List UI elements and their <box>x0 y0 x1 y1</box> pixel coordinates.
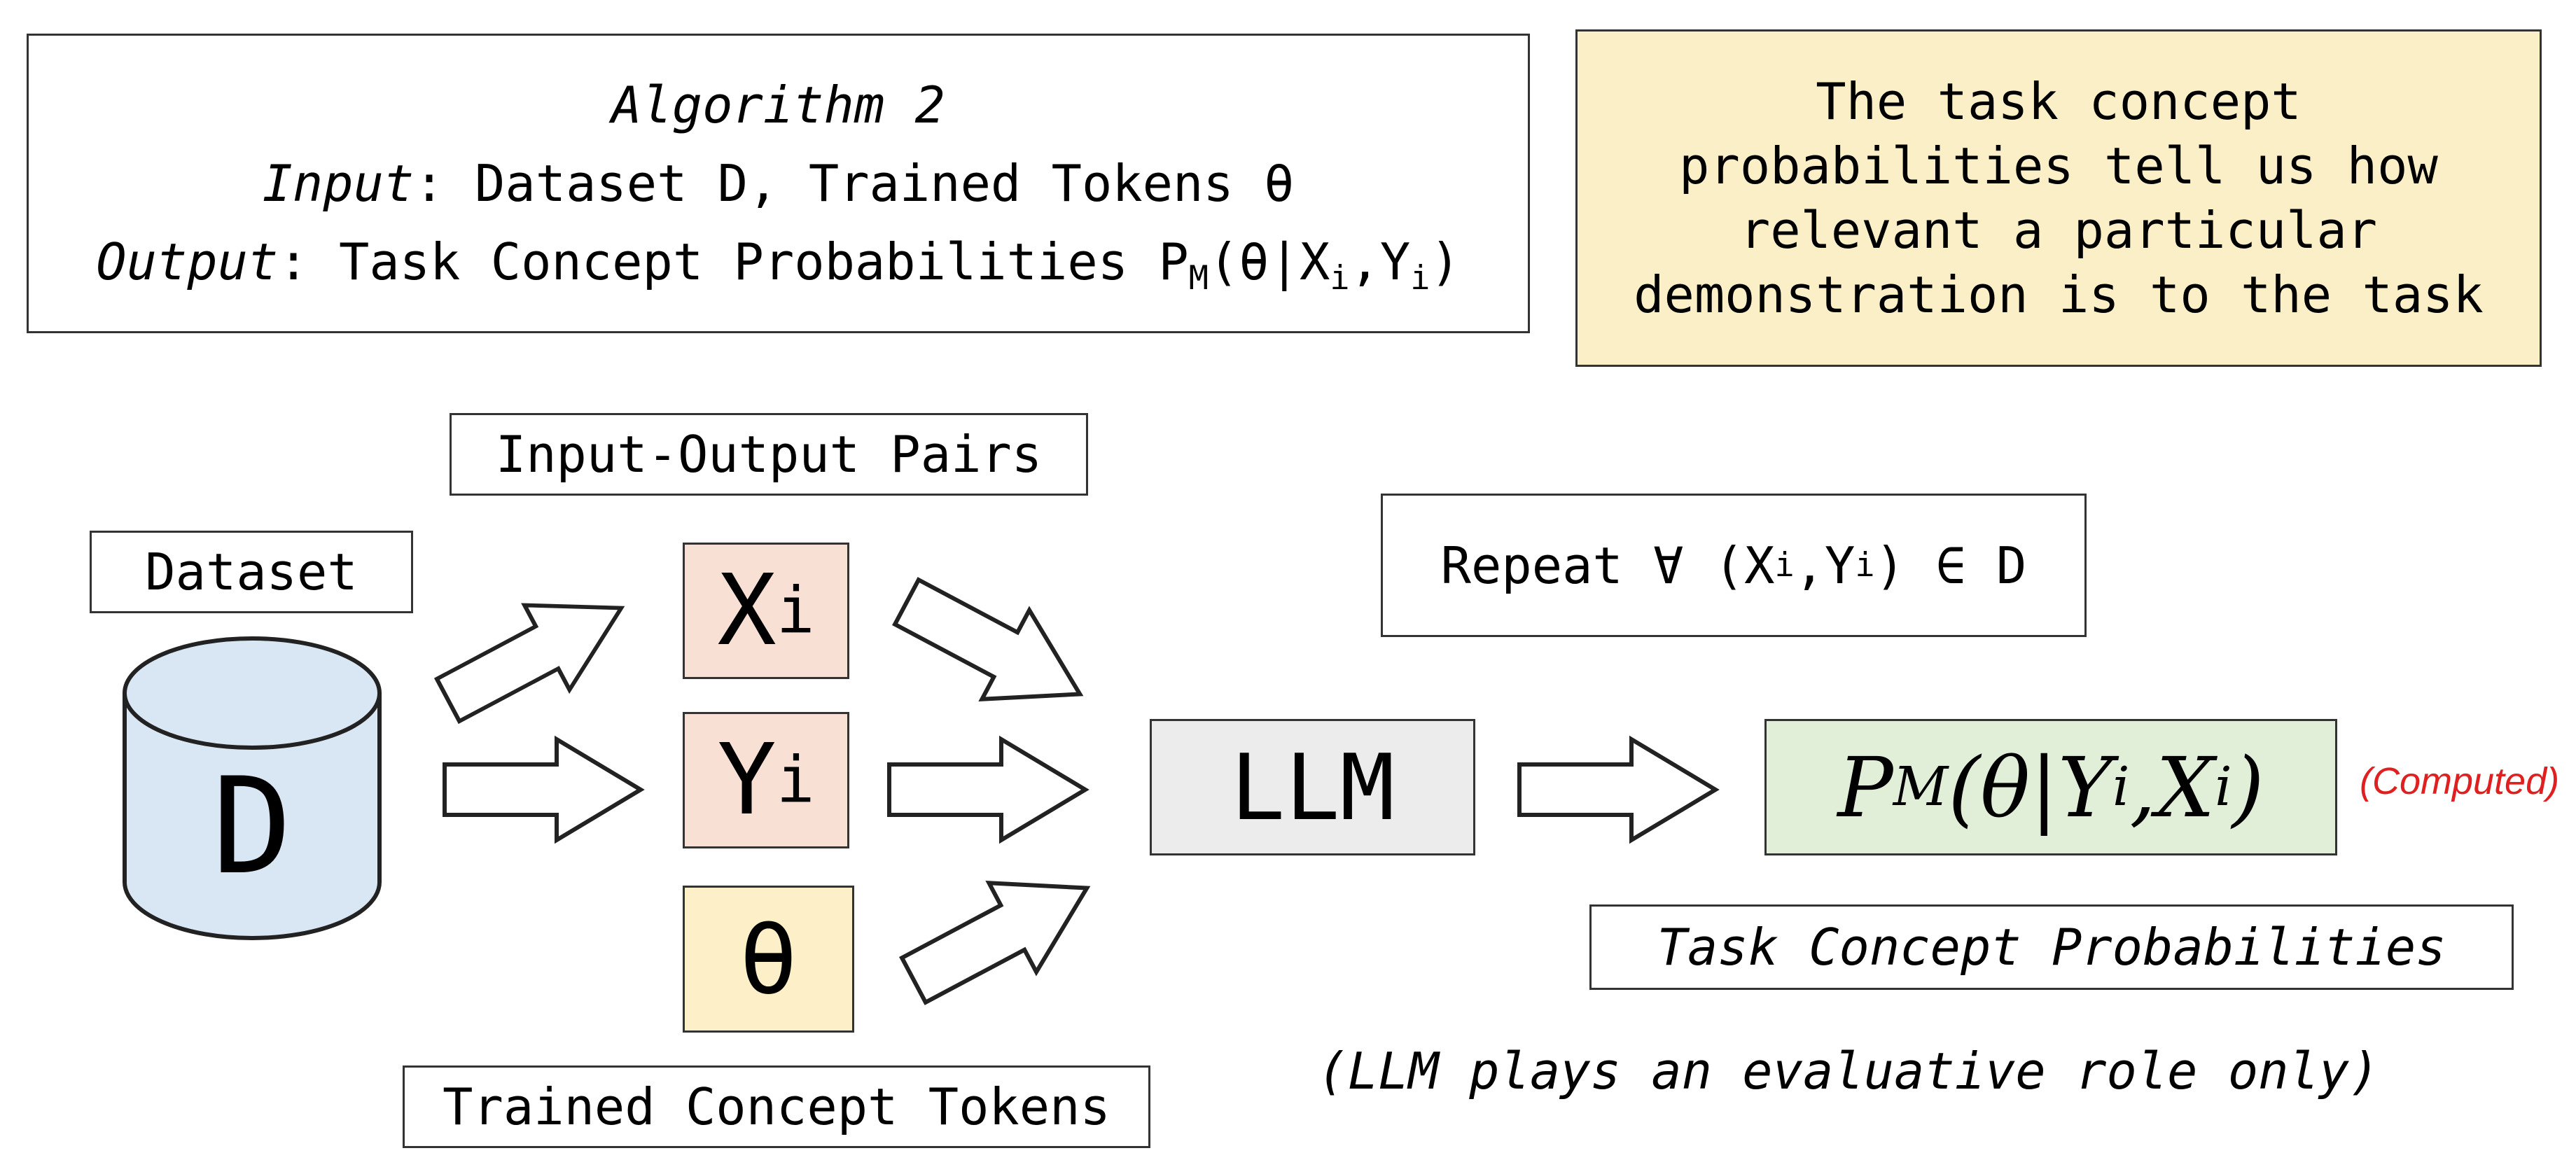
dataset-letter-text: D <box>211 748 293 904</box>
repeat-mid: ,Y <box>1794 536 1856 595</box>
token-x-letter: X <box>717 554 777 668</box>
task-probs-label: Task Concept Probabilities <box>1589 904 2514 990</box>
result-x: X <box>2156 739 2215 836</box>
output-sub-i2: i <box>1410 260 1430 298</box>
token-y-letter: Y <box>717 723 777 837</box>
note-line-2: probabilities tell us how <box>1679 137 2438 195</box>
dataset-letter: D <box>126 742 378 910</box>
dataset-cylinder <box>123 636 382 940</box>
arrow-dataset-to-y <box>445 739 641 840</box>
result-p: P <box>1837 739 1893 836</box>
algorithm-box: Algorithm 2 Input: Dataset D, Trained To… <box>27 34 1530 333</box>
note-line-1: The task concept <box>1816 72 2302 131</box>
output-label: Output <box>96 232 279 291</box>
repeat-prefix: Repeat ∀ (X <box>1440 536 1775 595</box>
llm-box: LLM <box>1150 719 1475 855</box>
result-comma: , <box>2129 739 2157 836</box>
evaluative-text: (LLM plays an evaluative role only) <box>1317 1042 2380 1100</box>
dataset-label: Dataset <box>90 531 413 613</box>
computed-text: (Computed) <box>2360 760 2560 802</box>
arrow-theta-to-llm <box>890 844 1111 1025</box>
io-pairs-label: Input-Output Pairs <box>450 413 1088 496</box>
arrow-llm-to-result <box>1519 739 1715 840</box>
llm-text: LLM <box>1230 734 1395 841</box>
note-box: The task concept probabilities tell us h… <box>1575 29 2542 367</box>
note-line-3: relevant a particular <box>1739 201 2378 260</box>
repeat-suffix: ) ∈ D <box>1874 536 2027 595</box>
dataset-text: Dataset <box>145 543 358 601</box>
input-text: : Dataset D, Trained Tokens θ <box>414 154 1295 213</box>
input-label: Input <box>262 154 415 213</box>
output-comma: ,Y <box>1349 232 1411 291</box>
io-pairs-text: Input-Output Pairs <box>495 425 1043 484</box>
arrow-x-to-llm <box>883 557 1103 739</box>
result-close: ) <box>2232 739 2264 836</box>
result-open: (θ| <box>1948 739 2059 836</box>
token-theta: θ <box>739 902 798 1016</box>
trained-tokens-text: Trained Concept Tokens <box>443 1077 1111 1136</box>
algorithm-input-line: Input: Dataset D, Trained Tokens θ <box>263 144 1295 223</box>
evaluative-note: (LLM plays an evaluative role only) <box>1281 1036 2416 1106</box>
computed-label: (Computed) <box>2360 760 2570 809</box>
arrow-y-to-llm <box>889 739 1085 840</box>
arrow-dataset-to-x <box>426 566 643 742</box>
output-text: : Task Concept Probabilities P <box>278 232 1189 291</box>
output-theta: (θ|X <box>1208 232 1330 291</box>
output-close: ) <box>1430 232 1461 291</box>
output-sub-i1: i <box>1330 260 1350 298</box>
algorithm-output-line: Output: Task Concept Probabilities PM(θ|… <box>96 223 1461 301</box>
output-sub-m: M <box>1188 260 1209 298</box>
algorithm-title: Algorithm 2 <box>611 76 945 134</box>
result-y: Y <box>2058 739 2113 836</box>
task-probs-text: Task Concept Probabilities <box>1657 918 2446 977</box>
trained-tokens-label: Trained Concept Tokens <box>403 1065 1150 1148</box>
note-line-4: demonstration is to the task <box>1634 265 2484 324</box>
token-theta-box: θ <box>683 886 854 1033</box>
